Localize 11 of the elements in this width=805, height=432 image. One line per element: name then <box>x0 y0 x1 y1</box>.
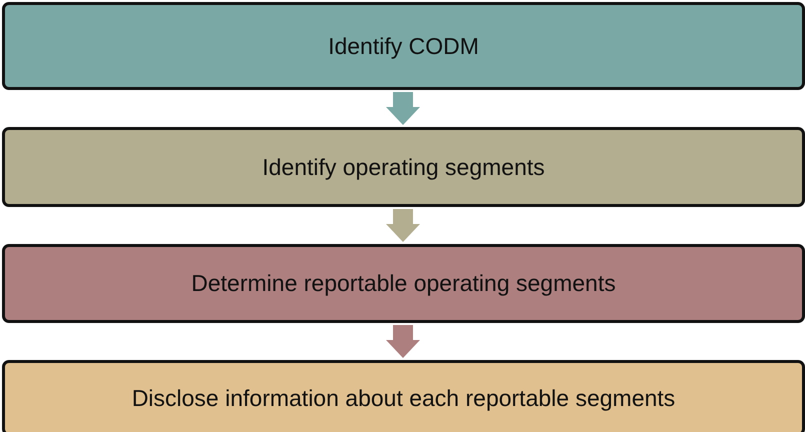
arrow <box>386 92 420 125</box>
step-label: Determine reportable operating segments <box>191 270 616 297</box>
process-box <box>2 244 805 323</box>
arrow <box>386 325 420 358</box>
arrow <box>386 209 420 242</box>
step-label: Disclose information about each reportable segments <box>132 384 676 412</box>
process-box <box>2 2 805 90</box>
process-box <box>2 127 805 207</box>
step-label: Identify operating segments <box>262 154 545 180</box>
step-label: Identify CODM <box>328 32 479 60</box>
process-box <box>2 360 805 432</box>
